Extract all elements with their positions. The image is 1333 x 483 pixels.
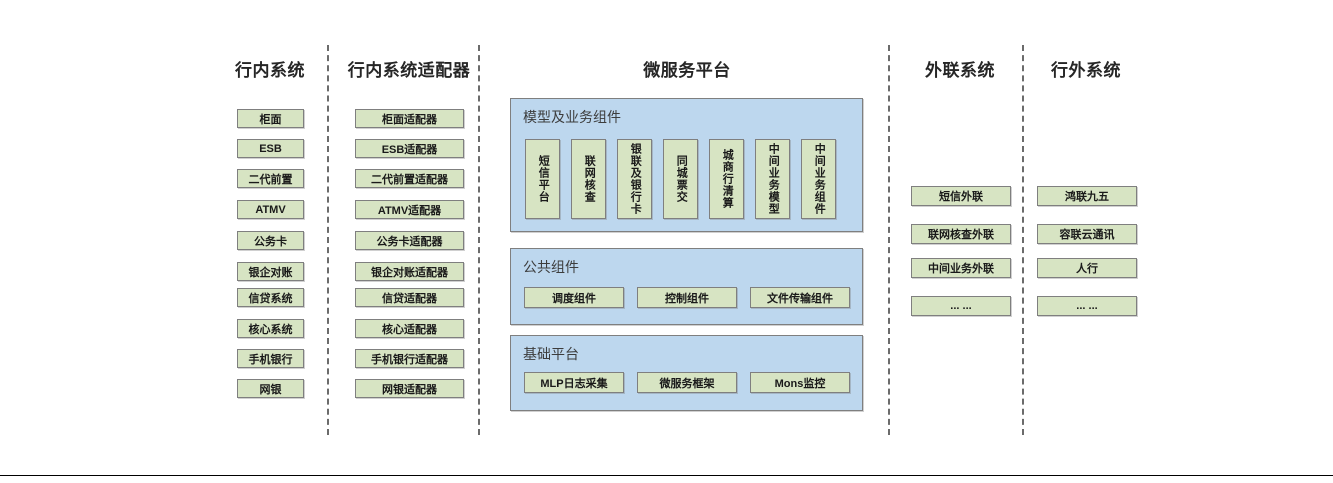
divider-4 — [1022, 45, 1024, 435]
list-item[interactable]: ... ... — [1037, 296, 1137, 316]
list-item[interactable]: 中间业务外联 — [911, 258, 1011, 278]
list-item[interactable]: 网银 — [237, 379, 304, 398]
list-item[interactable]: 银企对账适配器 — [355, 262, 464, 281]
component-box[interactable]: 联网核查 — [571, 139, 606, 219]
list-item[interactable]: 银企对账 — [237, 262, 304, 281]
component-box[interactable]: Mons监控 — [750, 372, 850, 393]
list-item[interactable]: 二代前置适配器 — [355, 169, 464, 188]
component-box[interactable]: 银联及银行卡 — [617, 139, 652, 219]
list-item[interactable]: 核心适配器 — [355, 319, 464, 338]
list-item[interactable]: 鸿联九五 — [1037, 186, 1137, 206]
component-box[interactable]: 城商行清算 — [709, 139, 744, 219]
list-item[interactable]: 核心系统 — [237, 319, 304, 338]
panel-public-components: 公共组件 — [510, 248, 863, 325]
column-title-bank-internal: 行内系统 — [235, 61, 305, 80]
component-box[interactable]: MLP日志采集 — [524, 372, 624, 393]
list-item[interactable]: 信贷适配器 — [355, 288, 464, 307]
bottom-divider — [0, 475, 1333, 476]
list-item[interactable]: ATMV — [237, 200, 304, 219]
column-title-adapter: 行内系统适配器 — [347, 61, 471, 80]
divider-2 — [478, 45, 480, 435]
component-box[interactable]: 中间业务模型 — [755, 139, 790, 219]
column-title-external-link: 外联系统 — [925, 61, 995, 80]
panel-label-public-components: 公共组件 — [523, 259, 579, 275]
list-item[interactable]: 柜面 — [237, 109, 304, 128]
list-item[interactable]: 容联云通讯 — [1037, 224, 1137, 244]
list-item[interactable]: 公务卡 — [237, 231, 304, 250]
list-item[interactable]: ESB — [237, 139, 304, 158]
list-item[interactable]: 手机银行 — [237, 349, 304, 368]
list-item[interactable]: ... ... — [911, 296, 1011, 316]
component-box[interactable]: 文件传输组件 — [750, 287, 850, 308]
list-item[interactable]: 手机银行适配器 — [355, 349, 464, 368]
list-item[interactable]: 柜面适配器 — [355, 109, 464, 128]
column-title-platform: 微服务平台 — [643, 61, 731, 80]
divider-1 — [327, 45, 329, 435]
component-box[interactable]: 中间业务组件 — [801, 139, 836, 219]
component-box[interactable]: 调度组件 — [524, 287, 624, 308]
panel-label-base-platform: 基础平台 — [523, 346, 579, 362]
list-item[interactable]: 人行 — [1037, 258, 1137, 278]
list-item[interactable]: 二代前置 — [237, 169, 304, 188]
list-item[interactable]: 网银适配器 — [355, 379, 464, 398]
component-box[interactable]: 微服务框架 — [637, 372, 737, 393]
column-title-outside-bank: 行外系统 — [1051, 61, 1121, 80]
list-item[interactable]: 短信外联 — [911, 186, 1011, 206]
divider-3 — [888, 45, 890, 435]
panel-label-model-and-business-components: 模型及业务组件 — [523, 109, 621, 125]
list-item[interactable]: 联网核查外联 — [911, 224, 1011, 244]
component-box[interactable]: 控制组件 — [637, 287, 737, 308]
list-item[interactable]: 公务卡适配器 — [355, 231, 464, 250]
list-item[interactable]: ESB适配器 — [355, 139, 464, 158]
component-box[interactable]: 同城票交 — [663, 139, 698, 219]
list-item[interactable]: ATMV适配器 — [355, 200, 464, 219]
component-box[interactable]: 短信平台 — [525, 139, 560, 219]
list-item[interactable]: 信贷系统 — [237, 288, 304, 307]
